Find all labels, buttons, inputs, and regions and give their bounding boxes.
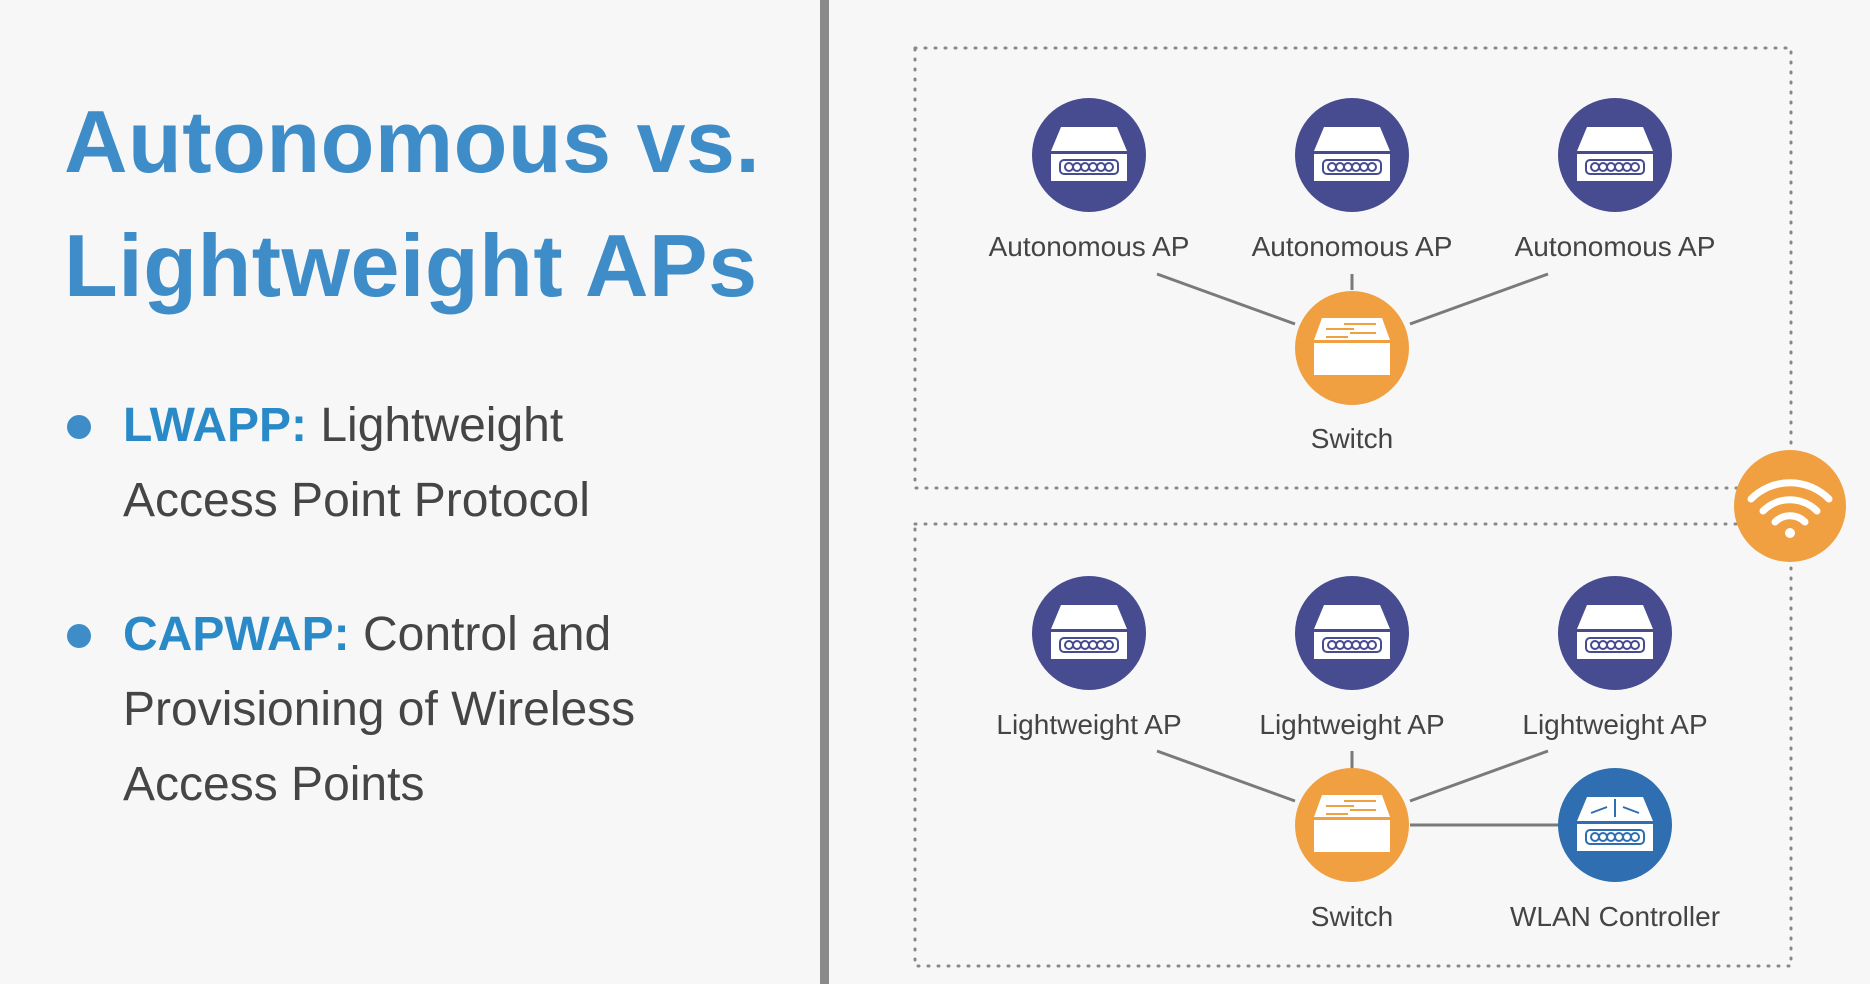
bullet-capwap: CAPWAP: Control and Provisioning of Wire… xyxy=(67,597,723,822)
link-line xyxy=(1409,272,1549,326)
autonomous-switch: Switch xyxy=(1295,291,1409,454)
lightweight-ap-3: Lightweight AP xyxy=(1522,576,1708,740)
bullet-text: Access Points xyxy=(123,758,425,811)
node-label: Lightweight AP xyxy=(1259,709,1444,740)
bullet-text: Lightweight xyxy=(307,399,564,452)
node-label: Switch xyxy=(1311,901,1393,932)
wifi-badge xyxy=(1734,450,1846,562)
node-label: Autonomous AP xyxy=(1252,231,1453,262)
bullet-lwapp: LWAPP: Lightweight Access Point Protocol xyxy=(67,388,723,538)
title-line-2: Lightweight APs xyxy=(64,216,758,315)
lightweight-ap-1: Lightweight AP xyxy=(996,576,1182,740)
slide-title: Autonomous vs. Lightweight APs xyxy=(64,80,760,328)
node-label: Autonomous AP xyxy=(1515,231,1716,262)
bullet-text: Provisioning of Wireless xyxy=(123,683,636,736)
autonomous-ap-3: Autonomous AP xyxy=(1515,98,1716,262)
bullet-dot xyxy=(67,415,91,439)
connections xyxy=(1156,272,1560,827)
lightweight-switch: Switch xyxy=(1295,768,1409,932)
bullet-keyword: CAPWAP: xyxy=(123,608,350,661)
bullet-keyword: LWAPP: xyxy=(123,399,308,452)
link-line xyxy=(1409,749,1549,803)
bullet-text: Control and xyxy=(349,608,612,661)
link-line xyxy=(1156,749,1296,803)
link-line xyxy=(1156,272,1296,326)
node-label: Autonomous AP xyxy=(989,231,1190,262)
wlan-controller: WLAN Controller xyxy=(1510,768,1720,932)
node-label: Switch xyxy=(1311,423,1393,454)
bullet-text: Access Point Protocol xyxy=(123,474,590,527)
autonomous-ap-1: Autonomous AP xyxy=(989,98,1190,262)
divider xyxy=(820,0,829,984)
wifi-icon xyxy=(1734,450,1846,562)
node-label: Lightweight AP xyxy=(1522,709,1707,740)
node-label: WLAN Controller xyxy=(1510,901,1720,932)
autonomous-group-box xyxy=(913,46,1793,490)
autonomous-ap-2: Autonomous AP xyxy=(1252,98,1453,262)
node-label: Lightweight AP xyxy=(996,709,1181,740)
lightweight-ap-2: Lightweight AP xyxy=(1259,576,1445,740)
title-line-1: Autonomous vs. xyxy=(64,92,761,191)
bullet-dot xyxy=(67,624,91,648)
